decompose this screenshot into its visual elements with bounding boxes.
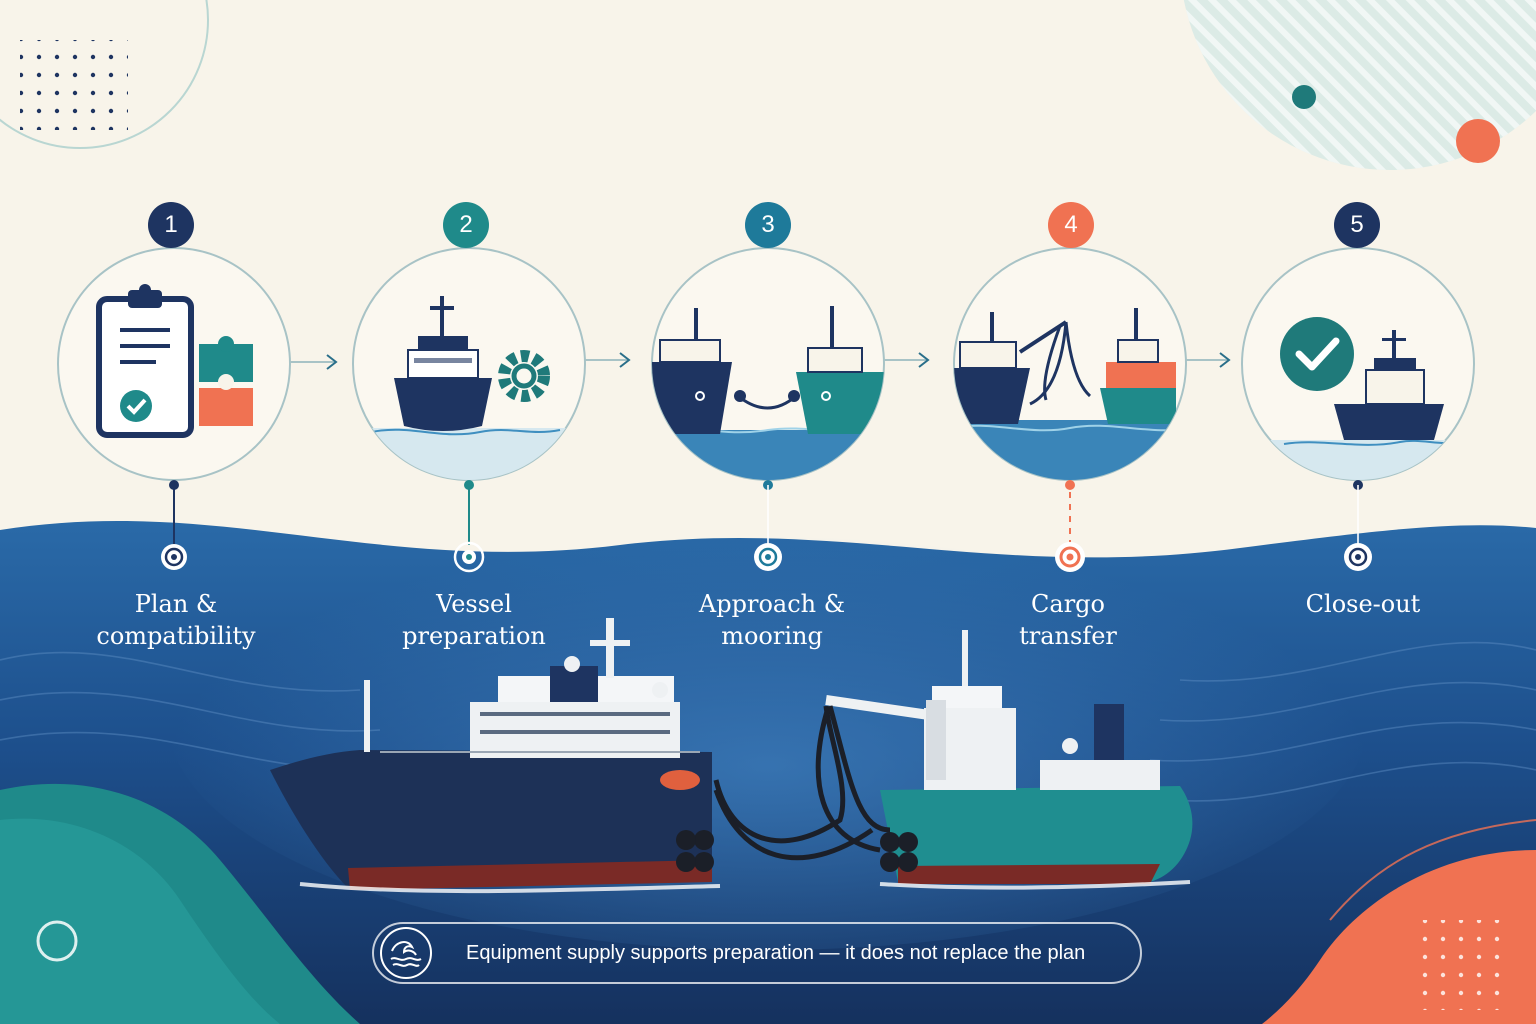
step-3-number-badge: 3 (745, 202, 791, 248)
bottom-left-decoration (0, 783, 360, 1024)
tanker-ship-left (270, 618, 721, 894)
step-2-number-badge: 2 (443, 202, 489, 248)
step-3-label: Approach & mooring (698, 590, 846, 650)
step-1-number-badge: 1 (148, 202, 194, 248)
top-right-decoration (1183, 0, 1536, 170)
flow-arrows (290, 352, 1231, 370)
connectors (169, 480, 1363, 545)
clipboard-puzzle-icon (96, 284, 253, 438)
step-markers (161, 541, 1372, 573)
tanker-ship-right (825, 630, 1193, 890)
step-4-label: Cargo transfer (1019, 590, 1117, 650)
bottom-right-decoration (1262, 819, 1536, 1024)
wave-icon (380, 927, 432, 979)
step-5-label: Close-out (1305, 590, 1421, 618)
step-4-number-badge: 4 (1048, 202, 1094, 248)
step-1-label: Plan & compatibility (96, 590, 256, 650)
footer-text: Equipment supply supports preparation — … (466, 941, 1086, 964)
top-left-decoration (0, 0, 209, 149)
step-5-number-badge: 5 (1334, 202, 1380, 248)
transfer-hoses (713, 705, 891, 861)
check-ship-icon (1250, 317, 1470, 480)
footer-note: Equipment supply supports preparation — … (372, 922, 1142, 984)
step-2-label: Vessel preparation (402, 590, 546, 650)
